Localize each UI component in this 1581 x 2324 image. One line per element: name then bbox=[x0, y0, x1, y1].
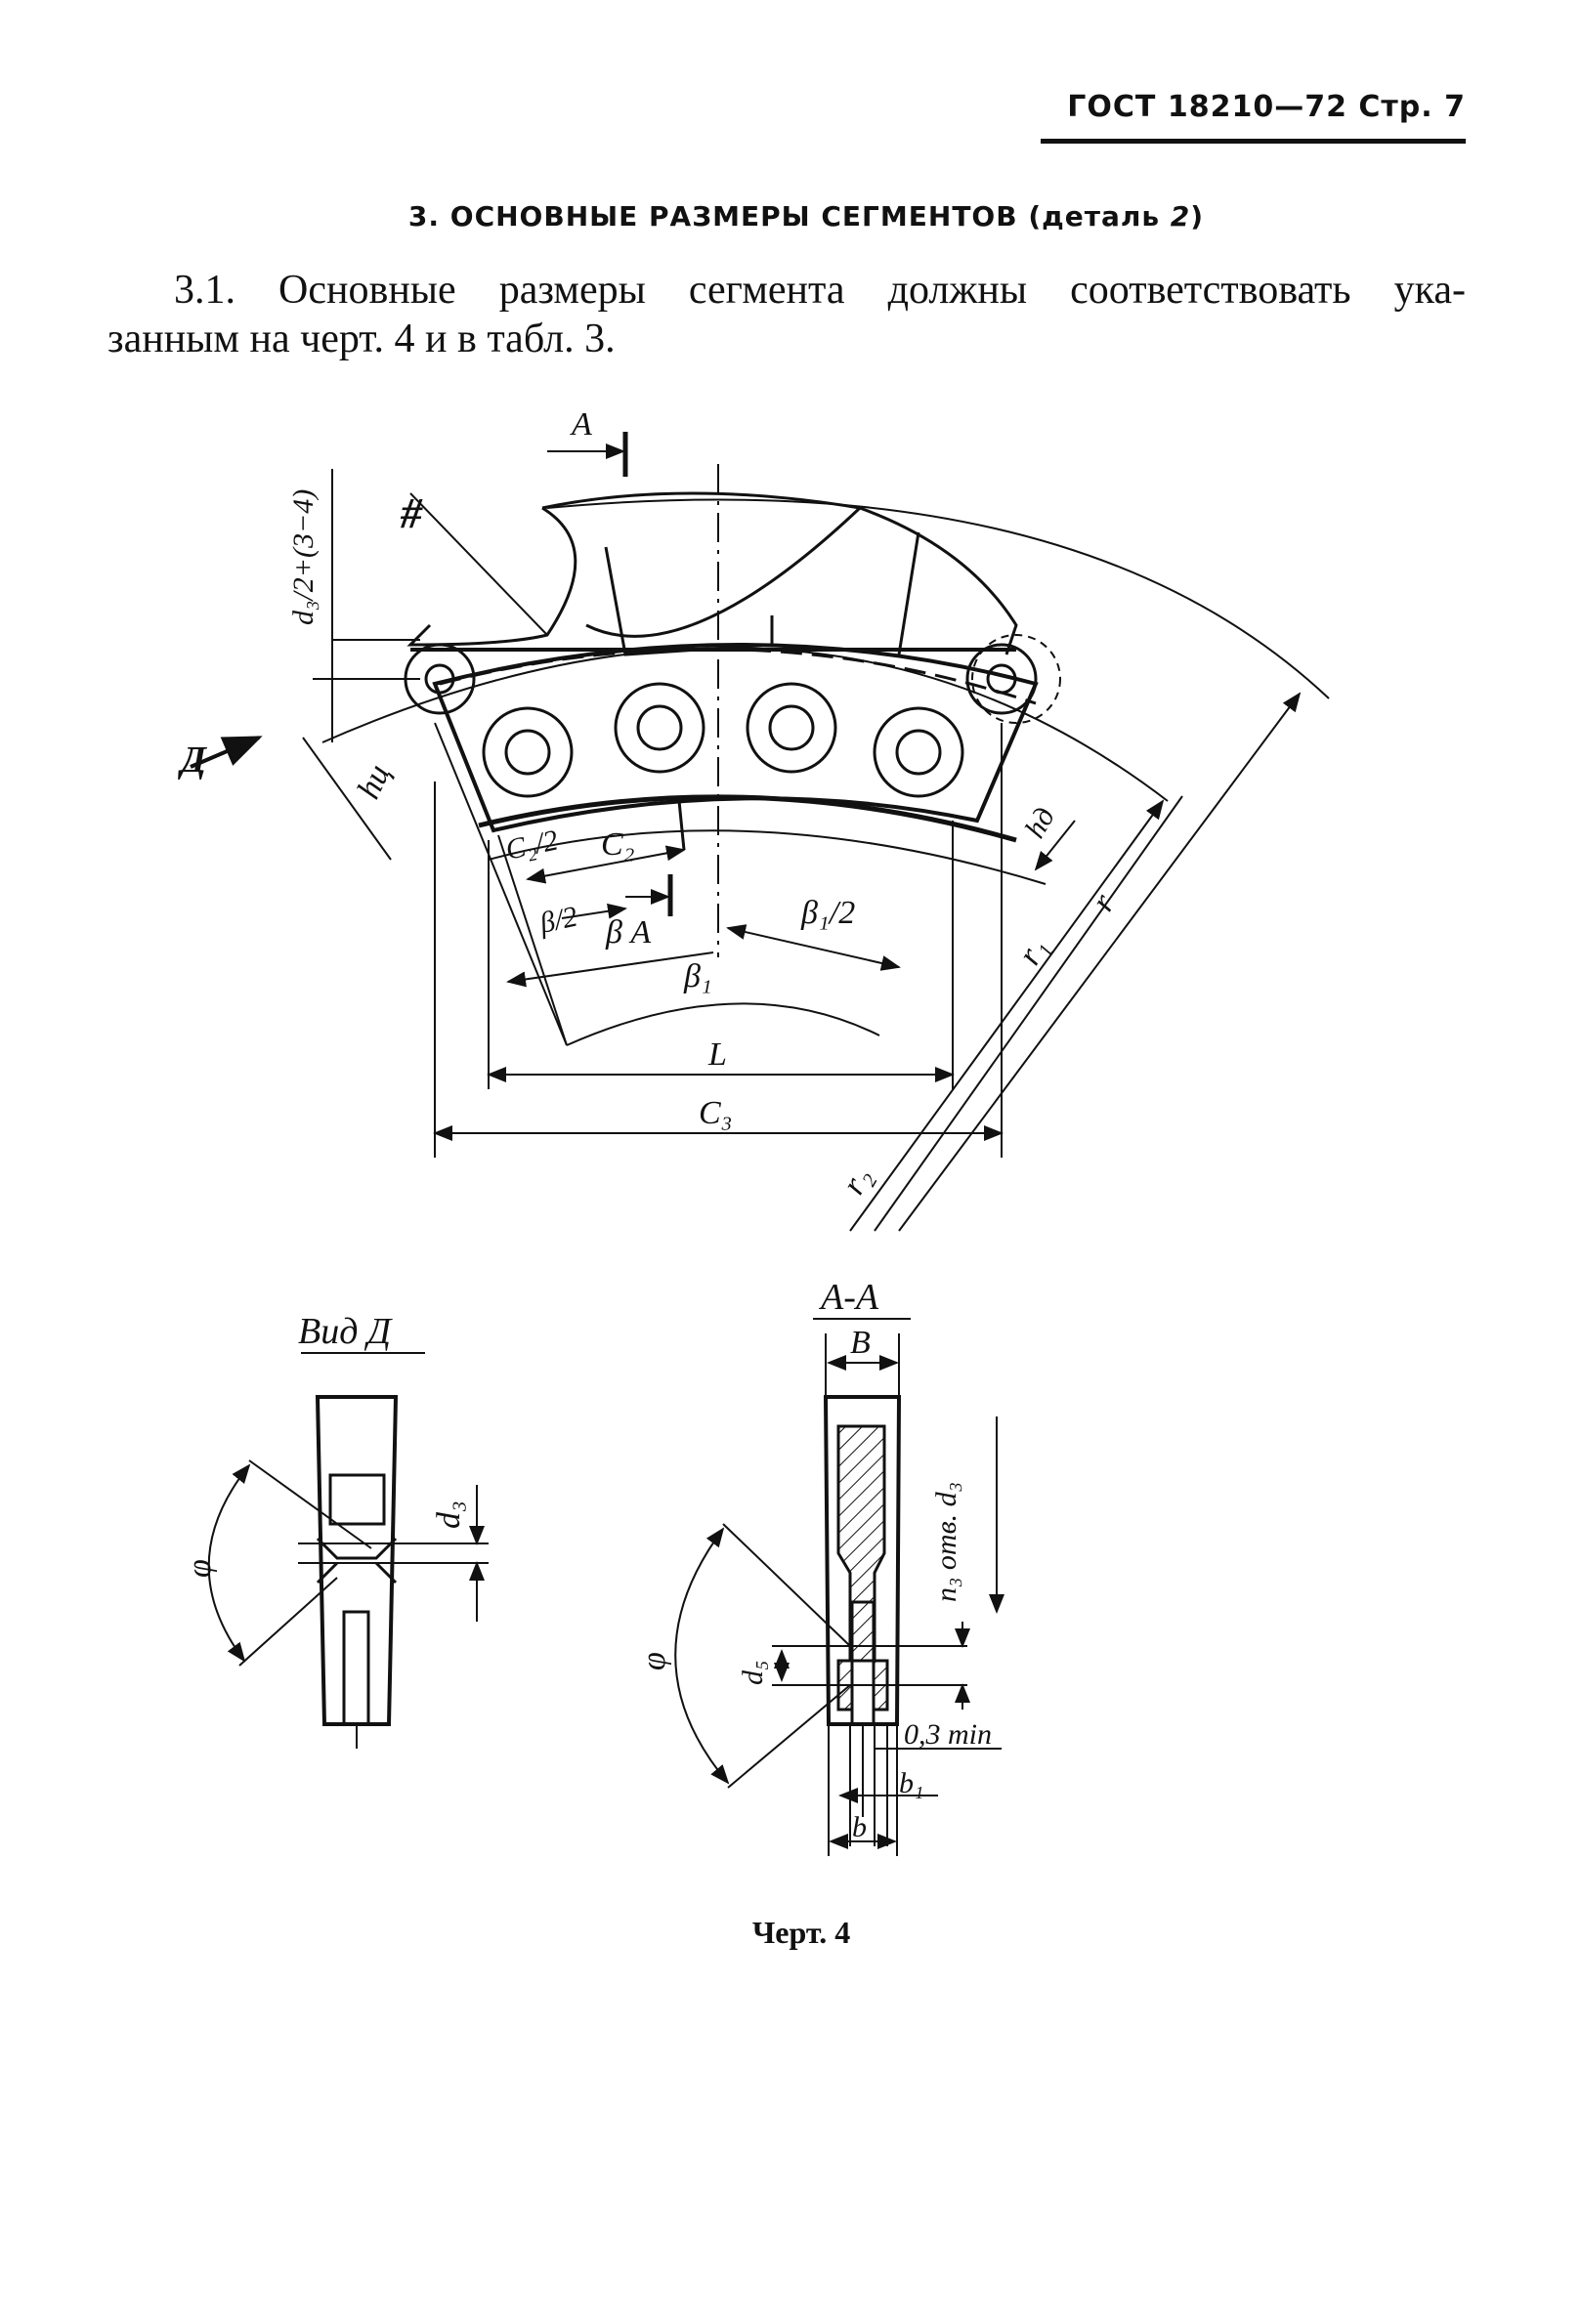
figure-caption: Черт. 4 bbox=[751, 1915, 851, 1950]
section-title-end: ) bbox=[1190, 200, 1205, 232]
label-L: L bbox=[707, 1036, 727, 1073]
label-hc: hц bbox=[351, 759, 398, 804]
label-C3: C₃ bbox=[699, 1095, 733, 1131]
label-b: b bbox=[852, 1811, 867, 1843]
label-d5: d₅ bbox=[737, 1661, 769, 1685]
label-formula: d₃/2+(3−4) bbox=[287, 489, 320, 625]
label-b1: b₁ bbox=[899, 1767, 923, 1799]
paragraph-line-2: занным на черт. 4 и в табл. 3. bbox=[107, 317, 616, 361]
label-n3: n₃ отв. d₃ bbox=[930, 1482, 962, 1602]
label-view-d-title: Вид Д bbox=[298, 1311, 393, 1352]
label-view-d-arrow: Д bbox=[178, 739, 208, 781]
label-B: B bbox=[850, 1325, 871, 1361]
drawing-labels: A # d₃/2+(3−4) Д hц C₂/2 C₂ β/2 β A β₁/2… bbox=[178, 406, 1123, 1843]
segment-main-view bbox=[190, 432, 1330, 1232]
label-c2-half: C₂/2 bbox=[503, 824, 561, 866]
label-section-a-top: A bbox=[570, 406, 592, 443]
section-a-a bbox=[674, 1318, 1004, 1856]
label-aa-title: А-А bbox=[818, 1277, 879, 1318]
label-hash: # bbox=[400, 489, 423, 537]
label-r1: r₁ bbox=[1011, 932, 1055, 971]
label-c2: C₂ bbox=[601, 826, 635, 863]
section-title-text: 3. ОСНОВНЫЕ РАЗМЕРЫ СЕГМЕНТОВ (деталь bbox=[407, 200, 1171, 232]
label-r: r bbox=[1085, 887, 1123, 917]
label-03-min: 0,3 min bbox=[904, 1718, 992, 1751]
label-beta-half: β/2 bbox=[536, 901, 580, 940]
header-rule bbox=[1041, 139, 1466, 144]
section-title: 3. ОСНОВНЫЕ РАЗМЕРЫ СЕГМЕНТОВ (деталь 2) bbox=[293, 200, 1319, 232]
page-header: ГОСТ 18210—72 Стр. 7 bbox=[1067, 90, 1466, 124]
label-beta1: β₁ bbox=[683, 958, 712, 994]
label-r2: r₂ bbox=[835, 1162, 879, 1201]
label-phi-left: φ bbox=[182, 1559, 218, 1578]
label-phi-right: φ bbox=[636, 1652, 672, 1670]
section-title-part: 2 bbox=[1170, 200, 1191, 232]
view-d-detail bbox=[207, 1352, 489, 1749]
label-beta-a: β A bbox=[605, 914, 651, 951]
label-hd: hд bbox=[1018, 802, 1061, 844]
label-beta1-half: β₁/2 bbox=[800, 895, 855, 931]
paragraph-line-1: 3.1. Основные размеры сегмента должны со… bbox=[174, 268, 1466, 313]
paragraph-3-1: 3.1. Основные размеры сегмента должны со… bbox=[107, 266, 1466, 363]
label-d3: d₃ bbox=[431, 1500, 467, 1529]
